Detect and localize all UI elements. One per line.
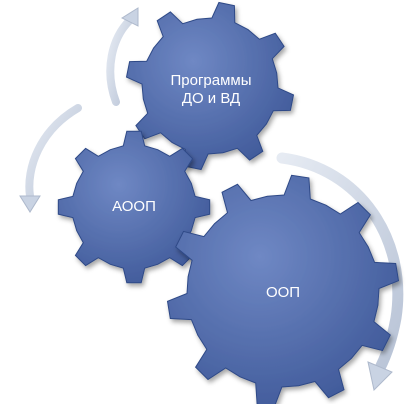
gear-label-big: ООП [265,284,301,301]
arrow-left [19,104,82,213]
gear-top [125,1,295,171]
gear-big [166,174,400,404]
gear-label-mid: АООП [112,198,156,215]
arrow-top-left [106,7,139,106]
gear-label-top: Программы ДО и ВД [170,72,252,107]
gear-mid [57,130,211,284]
